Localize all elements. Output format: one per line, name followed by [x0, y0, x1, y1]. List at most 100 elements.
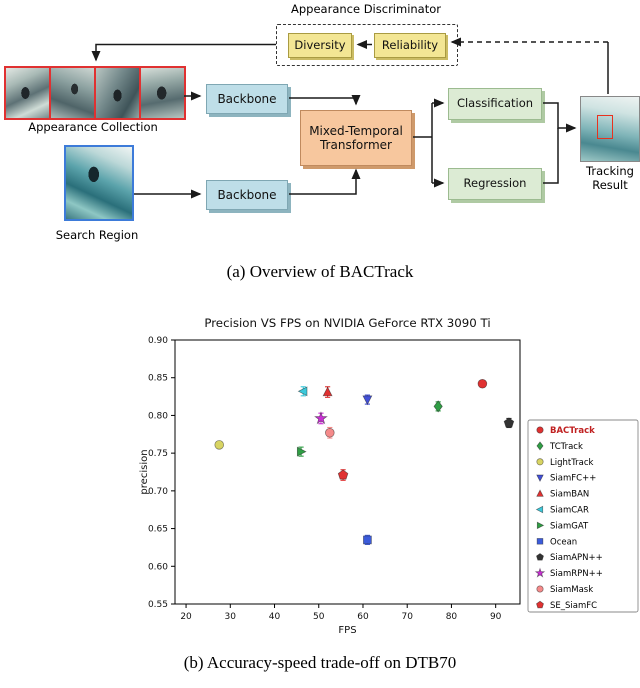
appearance-thumb-4 — [141, 68, 184, 118]
appearance-thumb-2 — [51, 68, 96, 118]
tracking-bounding-box — [597, 115, 613, 139]
legend-label-BACTrack: BACTrack — [550, 426, 595, 436]
caption-a: (a) Overview of BACTrack — [226, 262, 414, 281]
arrow-backbone-to-transformer-bottom — [289, 168, 361, 195]
legend-label-SiamFC++: SiamFC++ — [550, 474, 596, 484]
legend-marker-SiamBAN — [536, 489, 544, 497]
legend-entry-BACTrack: BACTrack — [536, 426, 595, 436]
legend-label-SiamCAR: SiamCAR — [550, 506, 589, 516]
legend-marker-SiamFC++ — [536, 474, 544, 482]
point-SiamBAN — [322, 386, 333, 397]
legend-label-SiamMask: SiamMask — [550, 585, 593, 595]
svg-text:0.70: 0.70 — [148, 487, 168, 497]
legend-label-SiamRPN++: SiamRPN++ — [550, 569, 603, 579]
point-TCTrack — [433, 400, 443, 413]
legend-marker-LightTrack — [536, 458, 544, 466]
y-axis-ticks: 0.550.600.650.700.750.800.850.90 — [148, 336, 175, 610]
svg-text:40: 40 — [269, 612, 281, 622]
mixed-temporal-transformer-box: Mixed-Temporal Transformer — [300, 110, 412, 166]
x-axis-ticks: 20 30 40 50 60 70 80 90 — [180, 604, 502, 622]
appearance-thumb-1 — [6, 68, 51, 118]
svg-text:50: 50 — [313, 612, 325, 622]
legend-entry-SiamGAT: SiamGAT — [536, 521, 589, 531]
legend-label-SiamGAT: SiamGAT — [550, 521, 589, 531]
legend-marker-SiamGAT — [536, 521, 545, 530]
legend-marker-SiamMask — [536, 585, 544, 593]
legend-label-SiamAPN++: SiamAPN++ — [550, 553, 603, 563]
point-Ocean — [363, 535, 372, 545]
legend-entry-SiamRPN++: SiamRPN++ — [534, 567, 603, 579]
svg-text:70: 70 — [401, 612, 413, 622]
legend-entry-LightTrack: LightTrack — [536, 458, 594, 468]
reliability-box: Reliability — [374, 33, 446, 58]
arrow-heads-to-tracking — [543, 102, 577, 133]
point-BACTrack — [477, 378, 488, 389]
data-points — [214, 378, 515, 545]
arrow-backbone-to-transformer-top — [289, 95, 361, 106]
legend-entry-SE_SiamFC: SE_SiamFC — [536, 600, 597, 611]
legend-label-LightTrack: LightTrack — [550, 458, 594, 468]
classification-box: Classification — [448, 88, 542, 120]
svg-text:20: 20 — [180, 612, 192, 622]
legend-label-SE_SiamFC: SE_SiamFC — [550, 601, 597, 611]
accuracy-speed-chart: Precision VS FPS on NVIDIA GeForce RTX 3… — [139, 316, 639, 636]
backbone-bottom-box: Backbone — [206, 180, 288, 210]
appearance-thumb-3 — [96, 68, 141, 118]
legend-label-SiamBAN: SiamBAN — [550, 490, 589, 500]
legend-label-Ocean: Ocean — [550, 537, 577, 547]
search-region-image — [64, 145, 134, 221]
point-SiamMask — [325, 428, 335, 438]
legend-marker-SiamCAR — [535, 505, 544, 514]
tracking-result-line2: Result — [592, 178, 628, 193]
svg-text:0.90: 0.90 — [148, 336, 168, 346]
x-axis-label: FPS — [338, 625, 356, 636]
point-SiamGAT — [296, 446, 307, 457]
legend-label-TCTrack: TCTrack — [549, 442, 583, 452]
legend-entry-SiamCAR: SiamCAR — [535, 505, 589, 516]
svg-text:0.60: 0.60 — [148, 562, 168, 572]
legend-entry-SiamFC++: SiamFC++ — [536, 474, 596, 484]
svg-text:30: 30 — [225, 612, 237, 622]
tracking-result-line1: Tracking — [586, 164, 634, 178]
svg-text:60: 60 — [357, 612, 369, 622]
y-axis-label: precision — [139, 449, 150, 494]
regression-box: Regression — [448, 168, 542, 200]
svg-text:0.80: 0.80 — [148, 411, 168, 421]
overview-diagram: Appearance Discriminator Diversity Relia… — [0, 0, 640, 258]
point-SiamRPN++ — [314, 411, 328, 425]
legend-marker-Ocean — [536, 538, 544, 545]
point-SiamAPN++ — [503, 417, 515, 428]
arrow-discriminator-to-collection — [91, 43, 276, 62]
svg-text:0.65: 0.65 — [148, 525, 168, 535]
line-regression-out — [543, 128, 559, 184]
legend-entry-SiamBAN: SiamBAN — [536, 489, 589, 500]
backbone-top-box: Backbone — [206, 84, 288, 114]
legend-marker-SiamRPN++ — [534, 567, 546, 578]
svg-text:90: 90 — [490, 612, 502, 622]
svg-text:0.85: 0.85 — [148, 374, 168, 384]
legend-entry-TCTrack: TCTrack — [536, 441, 583, 452]
appearance-collection-label: Appearance Collection — [28, 120, 158, 134]
transformer-line1: Mixed-Temporal — [309, 123, 403, 138]
legend-marker-SE_SiamFC — [536, 600, 544, 609]
appearance-discriminator-title: Appearance Discriminator — [291, 2, 441, 16]
point-SiamCAR — [297, 386, 308, 397]
plot-frame — [174, 339, 521, 605]
transformer-line2: Transformer — [319, 138, 392, 152]
legend-marker-BACTrack — [536, 426, 544, 434]
search-region-label: Search Region — [55, 228, 139, 242]
legend-entry-Ocean: Ocean — [536, 537, 577, 547]
chart-title: Precision VS FPS on NVIDIA GeForce RTX 3… — [204, 316, 490, 330]
tracking-result-label: Tracking Result — [572, 164, 640, 193]
legend-marker-TCTrack — [536, 441, 544, 451]
point-SE_SiamFC — [337, 469, 349, 480]
appearance-collection-images — [4, 66, 186, 120]
legend-entry-SiamAPN++: SiamAPN++ — [536, 553, 603, 563]
diversity-box: Diversity — [288, 33, 352, 58]
svg-text:80: 80 — [446, 612, 458, 622]
legend-marker-SiamAPN++ — [536, 553, 544, 561]
point-LightTrack — [214, 440, 224, 450]
svg-text:0.55: 0.55 — [148, 600, 168, 610]
